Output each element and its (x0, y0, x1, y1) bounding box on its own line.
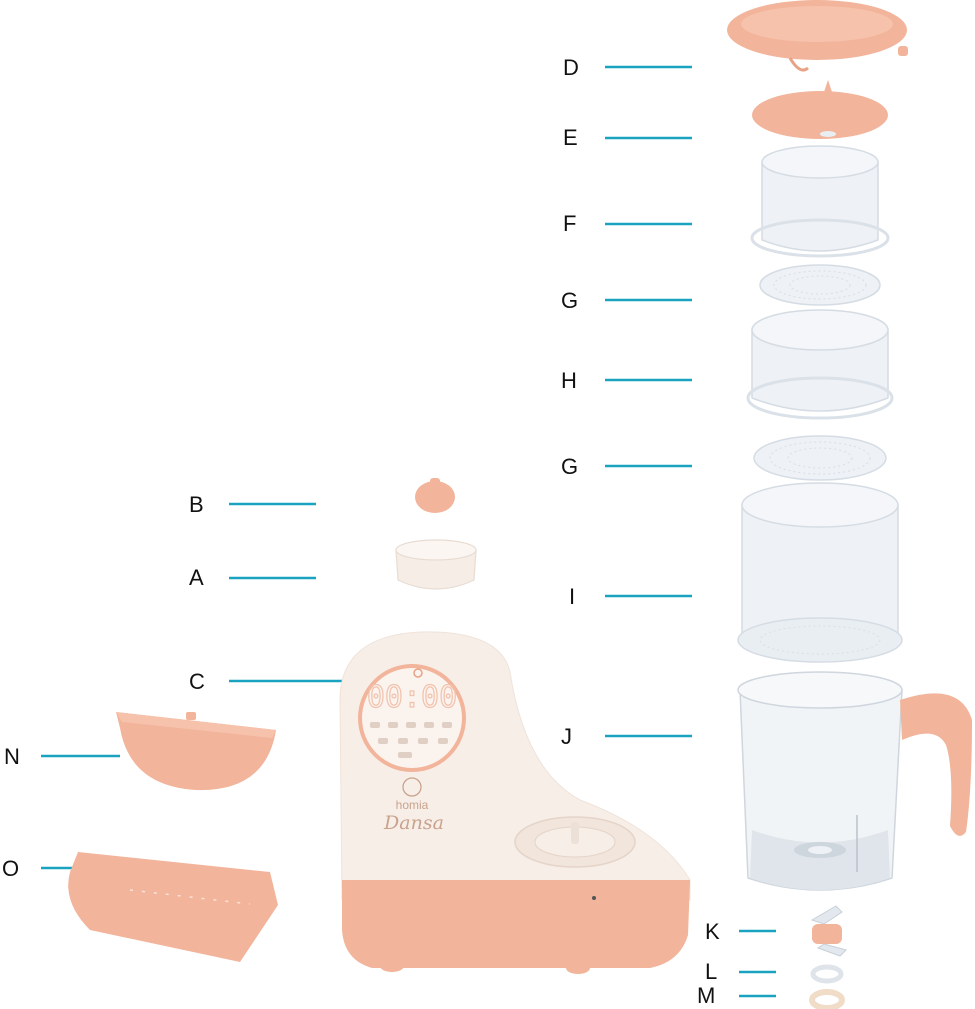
part-n-scoop-bowl (116, 712, 276, 790)
label-e: E (563, 125, 578, 150)
label-l: L (705, 959, 717, 984)
label-f: F (563, 211, 576, 236)
label-k: K (705, 919, 720, 944)
label-group-g-lower: G (561, 454, 692, 479)
label-o: O (2, 856, 19, 881)
label-i: I (569, 584, 575, 609)
label-group-f: F (563, 211, 692, 236)
part-m-base-ring (812, 992, 842, 1008)
mode-button[interactable] (438, 738, 448, 744)
mode-button[interactable] (370, 722, 380, 728)
part-g-lower-perforated-disc (754, 436, 886, 480)
mode-button[interactable] (442, 722, 452, 728)
label-m: M (697, 983, 715, 1008)
part-b-cap (415, 478, 455, 513)
part-f-steamer-basket (752, 146, 888, 256)
label-g-lower: G (561, 454, 578, 479)
label-group-d: D (563, 55, 692, 80)
label-g-upper: G (561, 288, 578, 313)
label-group-h: H (561, 368, 692, 393)
label-n: N (4, 744, 20, 769)
mode-button[interactable] (388, 722, 398, 728)
start-button[interactable] (398, 752, 412, 758)
part-h-steamer-basket (748, 310, 892, 418)
label-group-a: A (189, 565, 316, 590)
label-group-e: E (563, 125, 692, 150)
mode-button[interactable] (424, 722, 434, 728)
label-h: H (561, 368, 577, 393)
model-name: Dansa (383, 812, 444, 834)
part-g-upper-perforated-disc (760, 265, 880, 305)
label-c: C (189, 669, 205, 694)
part-j-jug (738, 672, 972, 890)
label-group-i: I (569, 584, 692, 609)
timer-display: 00:00 (367, 680, 457, 715)
brand-name: homia (396, 798, 429, 812)
mode-button[interactable] (378, 738, 388, 744)
label-group-j: J (561, 724, 692, 749)
label-d: D (563, 55, 579, 80)
label-b: B (189, 492, 204, 517)
label-group-o: O (2, 856, 78, 881)
mode-button[interactable] (406, 722, 416, 728)
part-k-blade (812, 906, 846, 956)
label-group-g-upper: G (561, 288, 692, 313)
part-i-tall-basket (738, 483, 902, 662)
mode-button[interactable] (398, 738, 408, 744)
label-group-l: L (705, 959, 776, 984)
label-a: A (189, 565, 204, 590)
mode-button[interactable] (418, 738, 428, 744)
part-l-sealing-ring (813, 967, 841, 981)
part-o-tray (68, 852, 278, 962)
label-group-m: M (697, 983, 776, 1008)
part-d-outer-lid (727, 0, 908, 70)
label-group-n: N (4, 744, 120, 769)
part-a-measuring-cup (396, 540, 476, 589)
label-group-b: B (189, 492, 316, 517)
label-group-k: K (705, 919, 776, 944)
part-e-inner-lid (752, 80, 888, 139)
label-j: J (561, 724, 572, 749)
